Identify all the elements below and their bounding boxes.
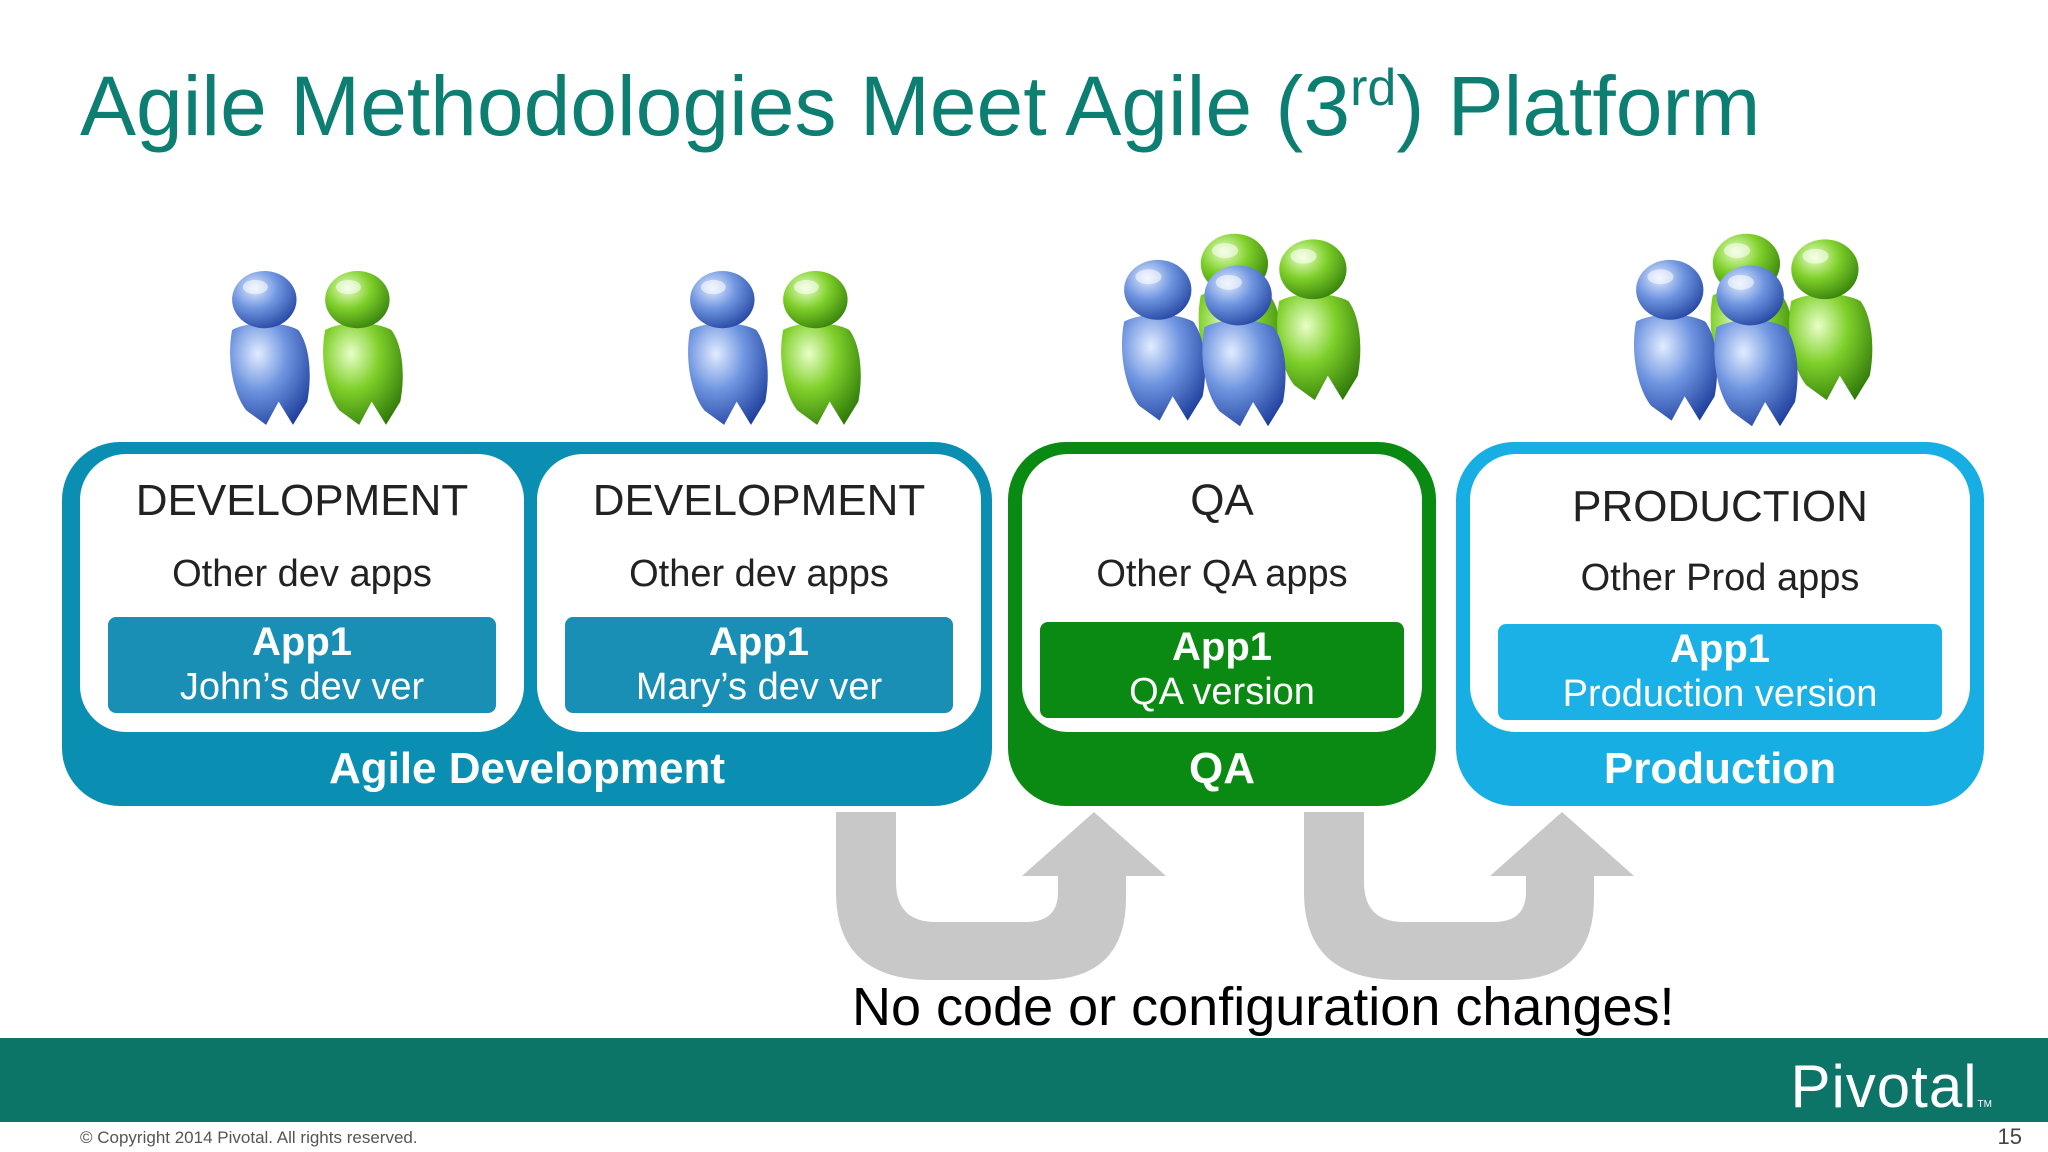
page-number: 15 xyxy=(1997,1124,2022,1149)
env-title: DEVELOPMENT xyxy=(135,476,469,525)
dev-team-2-icon xyxy=(688,270,861,425)
env-development-john: DEVELOPMENT Other dev apps App1 John’s d… xyxy=(80,454,524,732)
app-box: App1 Mary’s dev ver xyxy=(565,617,953,713)
user-blue-icon xyxy=(1202,265,1286,427)
prod-team-icon xyxy=(1633,233,1873,427)
env-subtitle: Other dev apps xyxy=(629,553,889,595)
stage-label: QA xyxy=(1189,744,1255,793)
user-blue-icon xyxy=(688,270,768,425)
env-subtitle: Other Prod apps xyxy=(1580,557,1860,599)
env-development-mary: DEVELOPMENT Other dev apps App1 Mary’s d… xyxy=(537,454,981,732)
slide-title: Agile Methodologies Meet Agile (3rd) Pla… xyxy=(80,59,1761,153)
env-title: QA xyxy=(1190,476,1254,525)
stage-label: Production xyxy=(1603,744,1837,793)
user-blue-icon xyxy=(1633,259,1718,421)
app-version: Mary’s dev ver xyxy=(635,666,883,708)
env-subtitle: Other dev apps xyxy=(172,553,432,595)
dev-team-1-icon xyxy=(230,270,403,425)
app-version: QA version xyxy=(1129,671,1315,713)
pivotal-logo: PivotalTM xyxy=(1790,1053,1992,1120)
app-name: App1 xyxy=(1172,625,1272,669)
env-subtitle: Other QA apps xyxy=(1096,553,1348,595)
user-green-icon xyxy=(323,270,403,425)
stage-label: Agile Development xyxy=(328,744,726,793)
user-blue-icon xyxy=(1121,259,1206,421)
promote-arrow-icon xyxy=(836,812,1166,980)
user-green-icon xyxy=(1277,239,1361,401)
env-production: PRODUCTION Other Prod apps App1 Producti… xyxy=(1470,454,1970,732)
user-green-icon xyxy=(781,270,861,425)
app-box: App1 John’s dev ver xyxy=(108,617,496,713)
app-name: App1 xyxy=(709,620,809,664)
app-name: App1 xyxy=(1670,627,1770,671)
env-title: DEVELOPMENT xyxy=(592,476,926,525)
app-box: App1 Production version xyxy=(1498,624,1942,720)
env-qa: QA Other QA apps App1 QA version xyxy=(1022,454,1422,732)
user-green-icon xyxy=(1789,239,1873,401)
app-version: Production version xyxy=(1562,673,1878,715)
copyright: © Copyright 2014 Pivotal. All rights res… xyxy=(80,1128,418,1147)
user-blue-icon xyxy=(230,270,310,425)
env-title: PRODUCTION xyxy=(1572,482,1868,531)
user-blue-icon xyxy=(1714,265,1798,427)
app-box: App1 QA version xyxy=(1040,622,1404,718)
footer-band: PivotalTM xyxy=(0,1038,2048,1122)
app-version: John’s dev ver xyxy=(179,666,425,708)
no-changes-note: No code or configuration changes! xyxy=(852,977,1675,1037)
qa-team-icon xyxy=(1121,233,1361,427)
promote-arrow-icon xyxy=(1304,812,1634,980)
app-name: App1 xyxy=(252,620,352,664)
